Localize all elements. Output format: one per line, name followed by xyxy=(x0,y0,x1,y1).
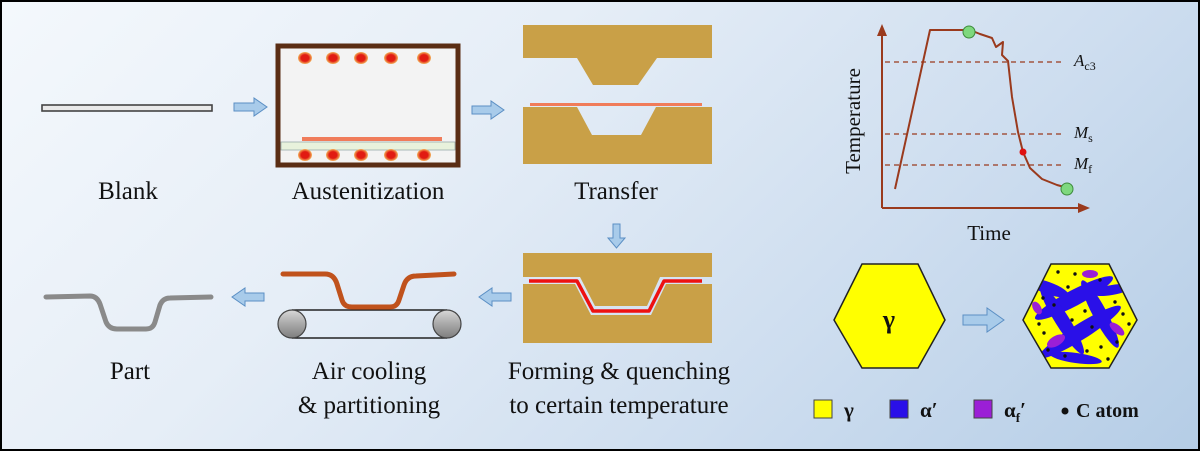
cooling-part xyxy=(280,271,457,310)
legend-swatch-martensite xyxy=(889,399,909,419)
chart-x-axis-arrowhead xyxy=(1078,203,1090,213)
conveyor-roller-left xyxy=(277,309,307,339)
chart-x-label: Time xyxy=(967,221,1011,245)
mf-label: Mf xyxy=(1073,154,1092,176)
ac3-label: Ac3 xyxy=(1073,51,1096,73)
arrow-left-icon xyxy=(231,287,265,307)
arrow-down-icon xyxy=(606,223,627,249)
furnace xyxy=(275,43,461,168)
heater-elements-bottom xyxy=(298,149,431,161)
air-cooling-label-line2: & partitioning xyxy=(298,392,441,419)
temperature-time-chart: Ac3 Ms Mf Temperature Time xyxy=(841,24,1096,245)
curve-point-start-cooling xyxy=(962,25,976,39)
chart-y-label: Temperature xyxy=(841,68,865,174)
transfer-dies xyxy=(523,25,712,164)
arrow-right-icon xyxy=(962,307,1005,333)
conveyor-roller-right xyxy=(432,309,462,339)
transformed-grain xyxy=(1022,263,1138,369)
heater-elements-top xyxy=(298,52,431,64)
blank-sheet xyxy=(41,104,213,112)
air-cooling-label-line1: Air cooling xyxy=(312,358,427,385)
curve-point-end xyxy=(1060,182,1074,196)
part-label: Part xyxy=(110,358,150,385)
legend-label-martensite: α′ xyxy=(920,398,938,422)
chart-y-axis-arrowhead xyxy=(877,24,887,36)
formed-hot-sheet xyxy=(529,279,702,313)
transfer-hot-sheet xyxy=(530,103,702,106)
legend-swatch-austenite xyxy=(813,399,833,419)
conveyor xyxy=(277,271,462,339)
austenitization-label: Austenitization xyxy=(292,178,445,205)
austenite-grain: γ xyxy=(833,263,946,369)
blank-label: Blank xyxy=(98,178,158,205)
legend: γ α′ αf′ C atom xyxy=(813,398,1139,425)
forming-label-line2: to certain temperature xyxy=(509,392,728,419)
forming-label-line1: Forming & quenching xyxy=(508,358,731,385)
arrow-right-icon xyxy=(471,100,505,120)
legend-swatch-carbon-atom xyxy=(1061,407,1069,415)
arrow-left-icon xyxy=(478,287,512,307)
legend-label-fresh-martensite: αf′ xyxy=(1004,398,1026,425)
legend-label-carbon-atom: C atom xyxy=(1076,400,1139,422)
legend-label-austenite: γ xyxy=(843,398,854,422)
arrow-right-icon xyxy=(233,97,268,117)
legend-swatch-fresh-martensite xyxy=(973,399,993,419)
transfer-label: Transfer xyxy=(574,178,658,205)
forming-dies xyxy=(523,253,712,343)
ms-label: Ms xyxy=(1073,123,1093,145)
curve-point-quench xyxy=(1019,148,1027,156)
final-part xyxy=(43,293,214,332)
austenite-grain-label: γ xyxy=(882,305,895,334)
